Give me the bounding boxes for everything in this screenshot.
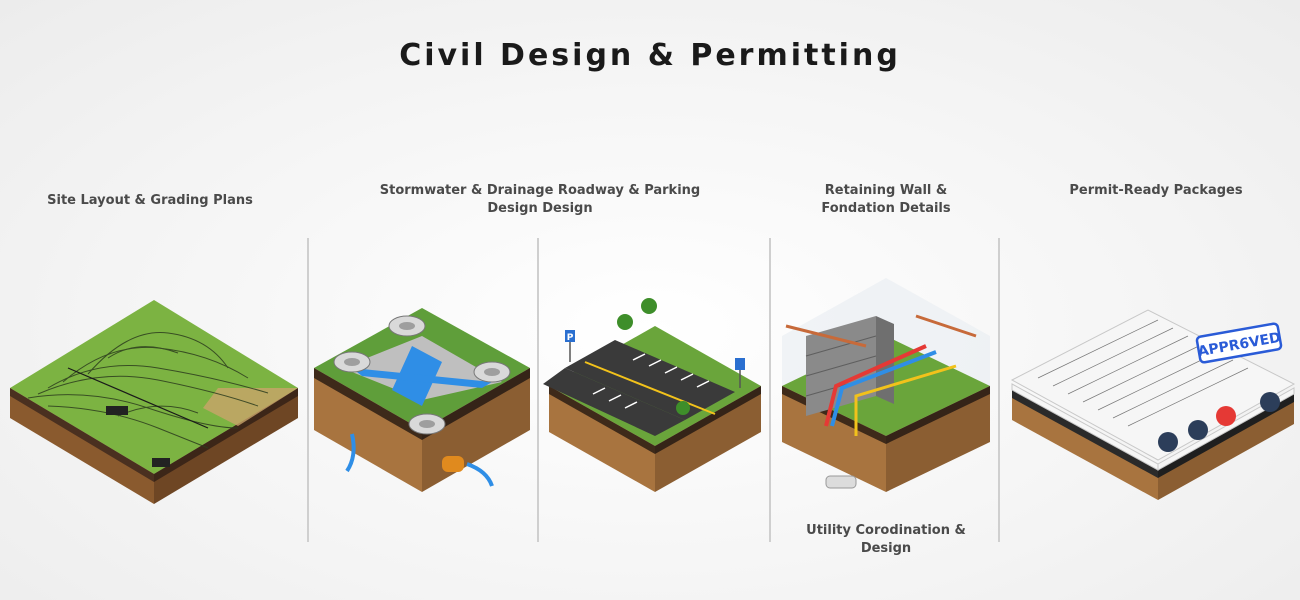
column-label-site-layout: Site Layout & Grading Plans	[47, 193, 253, 208]
divider-4	[998, 238, 1000, 542]
divider-2	[537, 238, 539, 542]
column-label-stormwater-roadway: Stormwater & Drainage Roadway & Parking …	[379, 183, 701, 216]
stormwater-tile-icon	[314, 308, 530, 492]
page-title: Civil Design & Permitting	[399, 38, 901, 73]
column-label-utility: Utility Corodination & Design	[806, 523, 966, 556]
column-label-retaining-wall: Retaining Wall & Fondation Details	[821, 183, 951, 216]
retaining-wall-tile-icon	[782, 278, 990, 492]
divider-1	[307, 238, 309, 542]
divider-3	[769, 238, 771, 542]
column-label-permit: Permit-Ready Packages	[1069, 183, 1243, 198]
topo-map-icon	[10, 300, 298, 504]
permit-stack-icon: APPR6VED	[1010, 309, 1296, 500]
svg-text:P: P	[567, 333, 574, 343]
parking-lot-tile-icon: P	[543, 298, 761, 492]
